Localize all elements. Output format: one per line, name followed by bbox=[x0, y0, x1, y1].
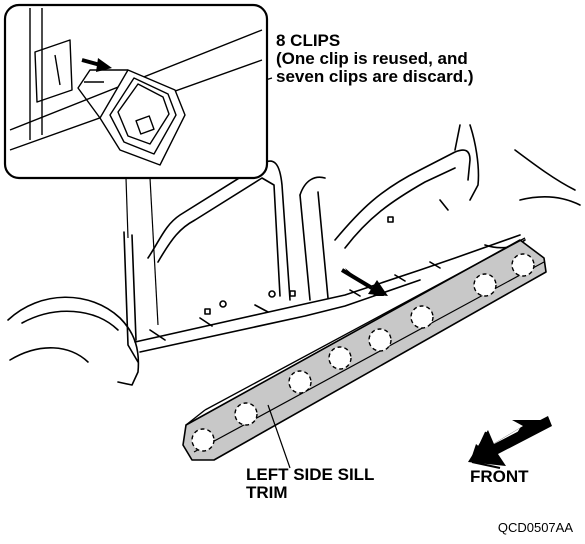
inset-connector-right bbox=[149, 177, 159, 326]
sill-trim-panel bbox=[182, 239, 547, 461]
rear-wheel-arch bbox=[7, 296, 140, 386]
clip-marker bbox=[511, 253, 535, 277]
car-body-outline bbox=[7, 124, 581, 386]
clips-note-label: (One clip is reused, and seven clips are… bbox=[276, 49, 474, 86]
front-door-opening bbox=[334, 149, 471, 241]
clip-marker bbox=[368, 328, 392, 352]
front-wheel-arch bbox=[469, 124, 480, 201]
clip-detail-inset bbox=[3, 3, 269, 180]
inset-connector-left bbox=[125, 177, 129, 239]
clip-marker bbox=[473, 273, 497, 297]
figure-code: QCD0507AA bbox=[497, 520, 573, 535]
body-sill-line bbox=[134, 234, 521, 343]
clip-marker bbox=[328, 346, 352, 370]
sill-trim-label: LEFT SIDE SILL TRIM bbox=[246, 465, 375, 502]
clip-locations bbox=[191, 253, 535, 452]
center-pillar bbox=[299, 191, 329, 301]
clip-marker bbox=[288, 370, 312, 394]
left-side-sill-trim bbox=[182, 237, 547, 461]
clips-count-label: 8 CLIPS bbox=[276, 31, 341, 50]
removal-direction-arrow-icon bbox=[340, 268, 388, 296]
trim-leader-line bbox=[267, 404, 291, 469]
clip-marker bbox=[410, 305, 434, 329]
front-direction-arrow-icon bbox=[468, 416, 552, 469]
clip-marker bbox=[191, 428, 215, 452]
front-label: FRONT bbox=[470, 467, 529, 486]
clip-marker bbox=[234, 402, 258, 426]
